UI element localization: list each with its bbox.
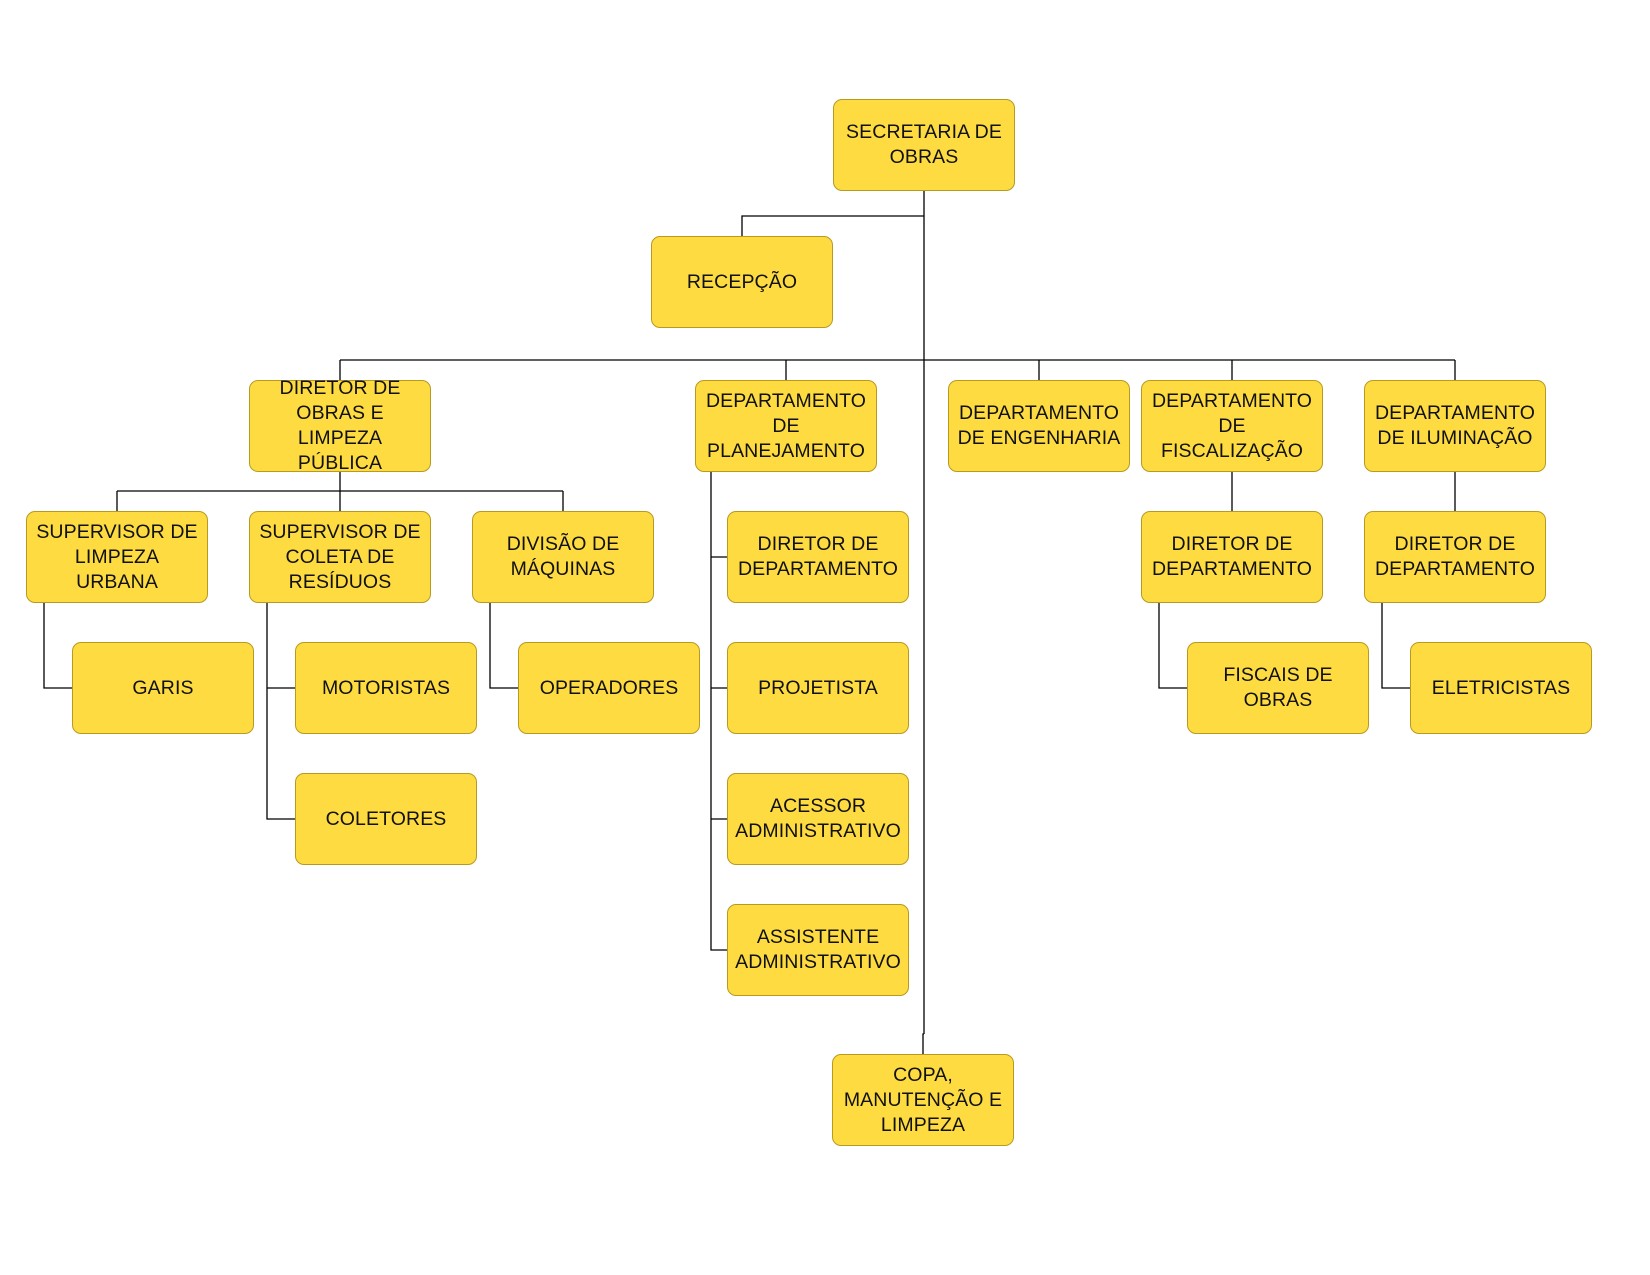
node-fiscalizacao-diretor-departamento: DIRETOR DE DEPARTAMENTO	[1141, 511, 1323, 603]
node-secretaria-de-obras: SECRETARIA DE OBRAS	[833, 99, 1015, 191]
node-garis: GARIS	[72, 642, 254, 734]
node-coletores: COLETORES	[295, 773, 477, 865]
node-label: DEPARTAMENTO DE PLANEJAMENTO	[705, 389, 867, 462]
node-label: DEPARTAMENTO DE ILUMINAÇÃO	[1374, 402, 1536, 449]
node-copa-manutencao-limpeza: COPA, MANUTENÇÃO E LIMPEZA	[832, 1054, 1014, 1146]
node-planejamento-diretor-departamento: DIRETOR DE DEPARTAMENTO	[727, 511, 909, 603]
node-label: COPA, MANUTENÇÃO E LIMPEZA	[843, 1063, 1003, 1136]
node-acessor-administrativo: ACESSOR ADMINISTRATIVO	[727, 773, 909, 865]
node-assistente-administrativo: ASSISTENTE ADMINISTRATIVO	[727, 904, 909, 996]
node-label: SUPERVISOR DE COLETA DE RESÍDUOS	[259, 520, 421, 593]
node-label: DIRETOR DE DEPARTAMENTO	[737, 533, 899, 580]
node-supervisor-coleta-residuos: SUPERVISOR DE COLETA DE RESÍDUOS	[249, 511, 431, 603]
node-label: RECEPÇÃO	[686, 270, 798, 293]
node-label: DIRETOR DE DEPARTAMENTO	[1374, 533, 1536, 580]
node-departamento-engenharia: DEPARTAMENTO DE ENGENHARIA	[948, 380, 1130, 472]
node-diretor-obras-limpeza: DIRETOR DE OBRAS E LIMPEZA PÚBLICA	[249, 377, 431, 474]
node-label: PROJETISTA	[758, 676, 878, 699]
node-label: COLETORES	[325, 807, 447, 830]
node-motoristas: MOTORISTAS	[295, 642, 477, 734]
node-projetista: PROJETISTA	[727, 642, 909, 734]
node-label: DIRETOR DE DEPARTAMENTO	[1151, 533, 1313, 580]
connector-sup-coleta-children	[266, 603, 295, 820]
node-departamento-iluminacao: DEPARTAMENTO DE ILUMINAÇÃO	[1364, 380, 1546, 472]
node-departamento-planejamento: DEPARTAMENTO DE PLANEJAMENTO	[695, 380, 877, 472]
node-divisao-maquinas: DIVISÃO DE MÁQUINAS	[472, 511, 654, 603]
connector-planejamento-children	[710, 472, 727, 951]
node-label: ASSISTENTE ADMINISTRATIVO	[735, 926, 901, 973]
connector-recepcao-branch	[741, 215, 924, 236]
node-supervisor-limpeza-urbana: SUPERVISOR DE LIMPEZA URBANA	[26, 511, 208, 603]
node-label: DEPARTAMENTO DE FISCALIZAÇÃO	[1151, 389, 1313, 462]
node-label: DEPARTAMENTO DE ENGENHARIA	[957, 402, 1121, 449]
node-eletricistas: ELETRICISTAS	[1410, 642, 1592, 734]
node-label: FISCAIS DE OBRAS	[1223, 664, 1333, 711]
connector-fisc-fiscais	[1158, 603, 1187, 689]
node-label: ELETRICISTAS	[1431, 676, 1571, 699]
node-label: DIRETOR DE OBRAS E LIMPEZA PÚBLICA	[279, 377, 401, 474]
node-label: SECRETARIA DE OBRAS	[846, 121, 1002, 168]
node-iluminacao-diretor-departamento: DIRETOR DE DEPARTAMENTO	[1364, 511, 1546, 603]
node-label: OPERADORES	[539, 676, 679, 699]
node-fiscais-de-obras: FISCAIS DE OBRAS	[1187, 642, 1369, 734]
connector-sup-limpeza-garis	[43, 603, 72, 689]
connector-copa-link	[922, 1033, 924, 1054]
node-label: GARIS	[132, 676, 194, 699]
node-operadores: OPERADORES	[518, 642, 700, 734]
connector-div-maquinas-operadores	[489, 603, 518, 689]
node-departamento-fiscalizacao: DEPARTAMENTO DE FISCALIZAÇÃO	[1141, 380, 1323, 472]
node-label: ACESSOR ADMINISTRATIVO	[735, 795, 901, 842]
connector-ilum-eletricistas	[1381, 603, 1410, 689]
node-label: DIVISÃO DE MÁQUINAS	[506, 533, 620, 580]
node-recepcao: RECEPÇÃO	[651, 236, 833, 328]
node-label: SUPERVISOR DE LIMPEZA URBANA	[36, 520, 198, 593]
node-label: MOTORISTAS	[321, 676, 451, 699]
